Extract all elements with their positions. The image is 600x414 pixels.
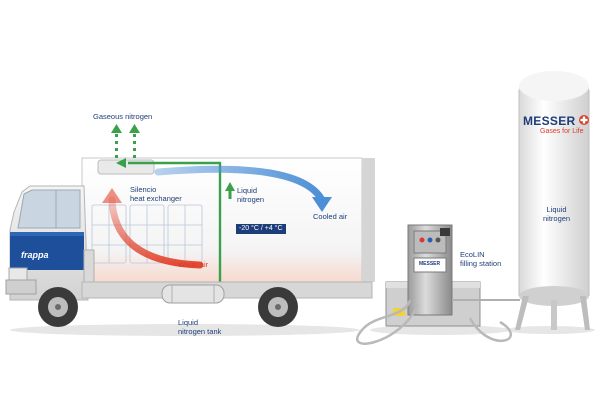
liquid-nitrogen-pipe [128,161,222,290]
pipe-arrowhead [116,158,126,168]
liquid-nitrogen-up-label: Liquid nitrogen [237,186,264,204]
liquid-nitrogen-up-line2: nitrogen [237,195,265,204]
vessel-label-line2: nitrogen [543,214,571,223]
truck-wheels [38,287,298,327]
truck-logo-text: frappa [21,250,49,260]
warm-air-arrow [108,196,204,269]
cooled-air-arrow [154,165,326,204]
truck-shadow [10,324,360,336]
messer-tagline: Gases for Life [540,128,584,135]
heat-exchanger-label: Silencio heat exchanger [130,185,182,203]
chassis [81,281,373,299]
filling-station [356,224,520,345]
nitrogen-tank-label-line1: Liquid [178,318,199,327]
heat-exchanger-label-line2: heat exchanger [130,194,182,203]
vessel-shadow [505,326,595,334]
truck-cab [5,185,95,301]
nitrogen-tank-label-line2: nitrogen tank [178,327,222,336]
liquid-nitrogen-up-line1: Liquid [237,186,258,195]
station-brand-name: MESSER [419,261,441,267]
filling-station-label-line2: filling station [460,259,502,268]
messer-brand-name: MESSER [523,114,576,128]
gaseous-nitrogen-arrows [111,124,140,158]
warm-air-label: Warm air [178,260,209,269]
refrigerated-box [81,157,375,283]
storage-vessel [515,71,590,330]
temperature-range-badge: -20 °C / +4 °C [236,224,286,235]
cooled-air-label: Cooled air [313,212,348,221]
gaseous-nitrogen-label: Gaseous nitrogen [93,112,153,121]
heat-exchanger-label-line1: Silencio [130,185,157,194]
nitrogen-tank [161,284,225,304]
vessel-label-line1: Liquid [546,205,567,214]
filling-station-label: EcoLIN filling station [460,250,501,268]
filling-station-label-line1: EcoLIN [460,250,485,259]
vessel-label: Liquid nitrogen [543,205,570,223]
nitrogen-tank-label: Liquid nitrogen tank [178,318,221,336]
liquid-up-arrow [225,182,235,191]
